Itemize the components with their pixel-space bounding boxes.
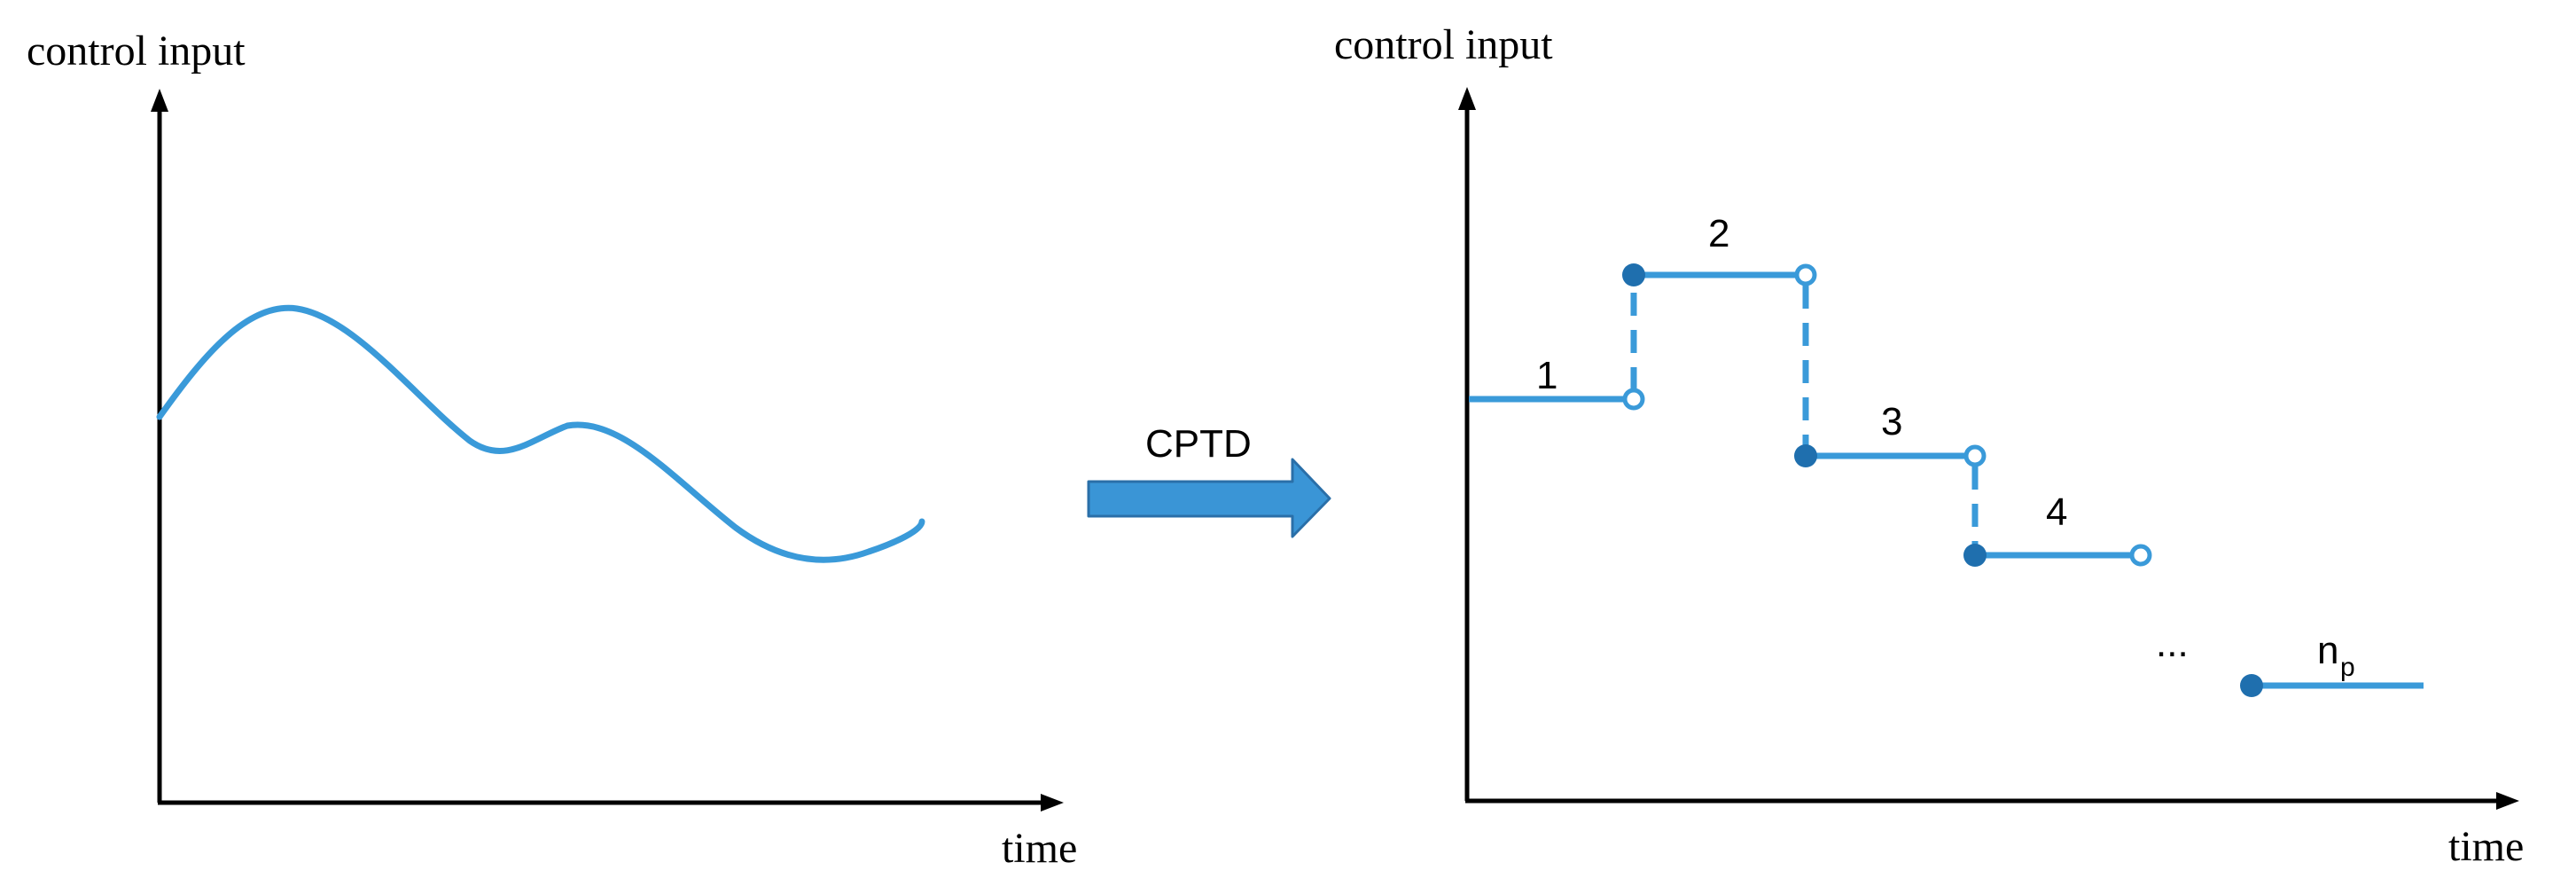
step-1-label: 1 xyxy=(1536,354,1557,397)
cptd-arrow: CPTD xyxy=(1087,422,1331,538)
closed-endpoint xyxy=(1963,544,1987,567)
right-y-axis-label: control input xyxy=(1334,21,1553,68)
continuous-control-curve xyxy=(156,304,925,563)
step-3-label: 3 xyxy=(1881,400,1902,443)
step-1: 1 xyxy=(1469,354,1645,411)
ellipsis: ... xyxy=(2156,622,2189,665)
step-2-label: 2 xyxy=(1708,212,1729,255)
open-endpoint xyxy=(1622,388,1645,411)
open-endpoint xyxy=(1794,263,1817,286)
left-y-axis xyxy=(151,89,168,803)
left-plot: control input time xyxy=(27,27,1077,872)
closed-endpoint xyxy=(1794,444,1817,467)
step-np: n p xyxy=(2240,629,2424,697)
right-y-axis-arrowhead xyxy=(1458,87,1476,110)
right-plot: control input time 1 2 xyxy=(1334,21,2524,870)
right-x-axis xyxy=(1465,792,2519,810)
step-np-label: n xyxy=(2317,629,2338,672)
left-y-axis-arrowhead xyxy=(151,89,168,112)
step-np-subscript: p xyxy=(2340,653,2355,682)
left-y-axis-label: control input xyxy=(27,27,246,74)
open-endpoint xyxy=(2129,544,2152,567)
step-2: 2 xyxy=(1622,212,1817,286)
left-x-axis-label: time xyxy=(1002,825,1077,872)
closed-endpoint xyxy=(1622,263,1645,286)
closed-endpoint xyxy=(2240,674,2263,697)
step-3: 3 xyxy=(1794,400,1987,467)
block-arrow xyxy=(1087,458,1331,538)
step-4-label: 4 xyxy=(2046,490,2067,534)
open-endpoint xyxy=(1963,444,1987,467)
right-x-axis-label: time xyxy=(2448,823,2524,870)
right-x-axis-arrowhead xyxy=(2496,792,2519,810)
right-y-axis xyxy=(1458,87,1476,801)
left-x-axis-arrowhead xyxy=(1041,794,1064,812)
cptd-label: CPTD xyxy=(1145,422,1252,466)
left-x-axis xyxy=(158,794,1064,812)
step-4: 4 xyxy=(1963,490,2152,567)
